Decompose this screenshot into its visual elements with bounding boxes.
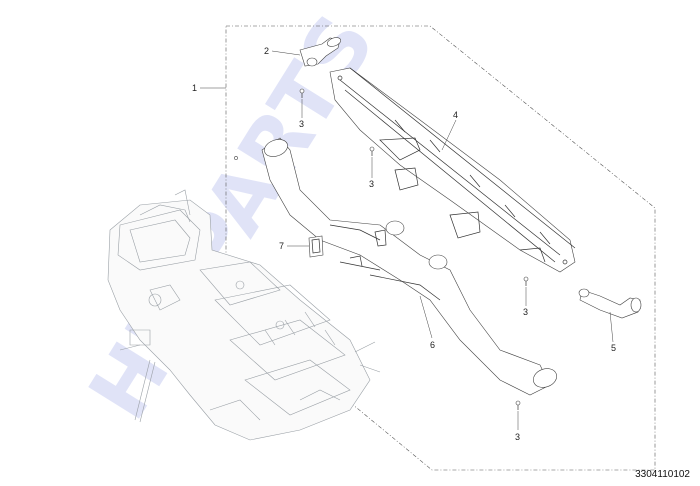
callout-3a: 3 bbox=[299, 119, 304, 129]
floor-duct-part-6 bbox=[261, 137, 557, 396]
callout-5: 5 bbox=[611, 343, 616, 353]
screw-part-3c bbox=[523, 276, 529, 286]
callout-3c: 3 bbox=[523, 307, 528, 317]
callout-2: 2 bbox=[264, 46, 269, 56]
diagram-part-number: 3304110102 bbox=[635, 469, 690, 480]
callout-4: 4 bbox=[453, 110, 458, 120]
clip-part-7 bbox=[308, 235, 324, 258]
leader-lines bbox=[200, 50, 614, 430]
screw-small bbox=[234, 156, 238, 160]
screw-part-3a bbox=[299, 88, 305, 98]
screw-part-3d bbox=[515, 400, 521, 410]
callout-3b: 3 bbox=[369, 179, 374, 189]
duct-elbow-right-part-5 bbox=[578, 288, 642, 319]
duct-elbow-upper-part-2 bbox=[299, 37, 342, 67]
callout-1: 1 bbox=[192, 83, 197, 93]
callout-6: 6 bbox=[430, 340, 435, 350]
long-dash-duct-part-4 bbox=[329, 67, 576, 273]
screw-part-3b bbox=[369, 146, 375, 156]
callout-3d: 3 bbox=[515, 432, 520, 442]
callout-7: 7 bbox=[279, 241, 284, 251]
hvac-unit-reference bbox=[107, 189, 381, 441]
